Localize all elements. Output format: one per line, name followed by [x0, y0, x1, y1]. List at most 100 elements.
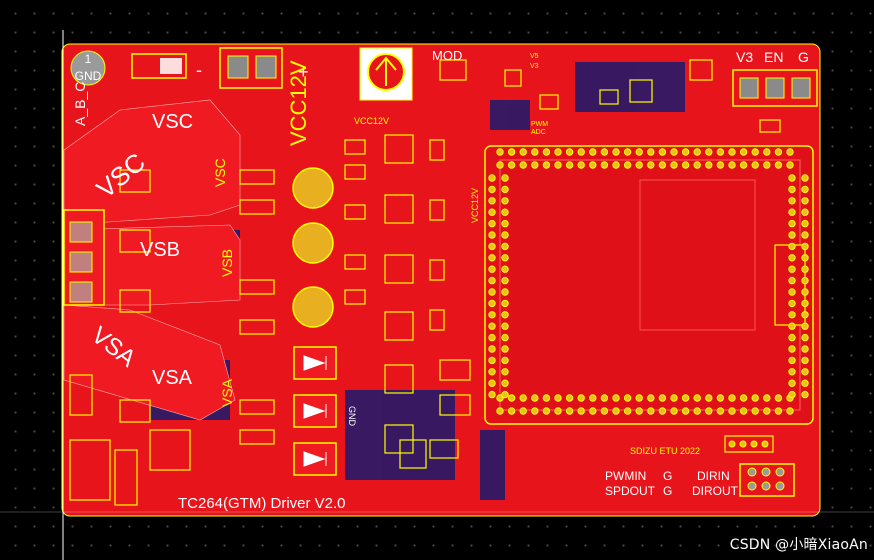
module-pin [658, 148, 667, 156]
module-pin [705, 161, 713, 169]
module-pin [488, 185, 496, 194]
module-pin [670, 161, 678, 169]
module-pin [488, 288, 496, 296]
smd-footprint [239, 169, 275, 185]
connector-pin [775, 481, 785, 491]
module-pin [488, 208, 496, 216]
module-pin [501, 231, 509, 239]
smd-footprint [344, 254, 366, 270]
module-pin [554, 394, 562, 402]
module-pin [801, 197, 809, 205]
module-pin [542, 407, 551, 415]
module-pin [519, 148, 527, 156]
vsc-vertical-label: VSC [212, 158, 228, 187]
module-pin [565, 161, 574, 169]
module-pin [542, 148, 551, 156]
module-pin [488, 390, 496, 399]
module-pin [577, 161, 585, 169]
smd-footprint [119, 289, 151, 313]
module-pin [788, 390, 796, 399]
connector-pin [761, 481, 771, 491]
module-pin [554, 407, 562, 415]
module-pin [531, 161, 539, 169]
header-v3-label: V3 [736, 49, 753, 65]
module-pin [763, 407, 771, 415]
module-pin [728, 148, 736, 156]
vcc12v-small-label: VCC12V [354, 116, 389, 126]
module-pin [488, 311, 496, 319]
module-pin [519, 161, 527, 169]
module-pin [716, 394, 725, 402]
pwm-label: PWM [531, 121, 548, 128]
module-pin [501, 288, 509, 296]
module-pin [501, 379, 509, 387]
module-pin [786, 407, 794, 415]
module-pin [488, 197, 496, 205]
module-pin [647, 407, 655, 415]
module-pin [716, 148, 725, 156]
module-pin [788, 368, 796, 376]
module-pin [763, 394, 771, 402]
module-pin [501, 311, 509, 319]
module-pin [623, 161, 632, 169]
power-pours [63, 99, 241, 421]
smd-footprint [69, 439, 111, 501]
module-pin [658, 394, 667, 402]
module-pin [501, 185, 509, 194]
smd-footprint [539, 94, 559, 110]
module-pin [670, 148, 678, 156]
module-pin [788, 231, 796, 239]
smd-footprint [504, 69, 522, 87]
smd-footprint [119, 169, 151, 193]
module-pin [501, 345, 509, 353]
module-pin [542, 394, 551, 402]
module-pin [589, 407, 597, 415]
module-pin [501, 265, 509, 273]
uart-header [732, 69, 818, 107]
module-pin [496, 394, 504, 402]
module-pin [788, 322, 796, 330]
module-pin [788, 208, 796, 216]
module-pin [788, 265, 796, 273]
module-pin [739, 161, 748, 169]
module-pin [635, 148, 643, 156]
module-pin [801, 288, 809, 296]
gnd-pad-number: 1 [85, 52, 92, 66]
smd-footprint [429, 309, 445, 331]
connector-pin [750, 440, 758, 448]
module-pin [488, 242, 496, 251]
g2-label: G [663, 484, 672, 498]
module-pin [531, 394, 539, 402]
module-pin [801, 265, 809, 273]
module-pin [501, 390, 509, 399]
module-pin [763, 161, 771, 169]
module-pin [507, 394, 516, 402]
module-pin [788, 311, 796, 319]
module-pin [507, 407, 516, 415]
module-pin [681, 161, 690, 169]
vsc-mid-label: VSC [152, 111, 193, 133]
module-pin [705, 407, 713, 415]
module-pin [801, 299, 809, 308]
smd-footprint [384, 134, 414, 164]
module-pin [705, 148, 713, 156]
module-pin [565, 394, 574, 402]
connector-pin [739, 440, 747, 448]
module-pin [801, 322, 809, 330]
module-pin [801, 231, 809, 239]
vsb-big-label: VSB [140, 239, 180, 261]
module-pin [612, 148, 620, 156]
module-pin [488, 219, 496, 228]
smd-footprint [599, 89, 619, 105]
module-pin [519, 407, 527, 415]
smd-footprint [384, 311, 414, 341]
module-pin [496, 148, 504, 156]
module-pin [801, 390, 809, 399]
module-pin [635, 394, 643, 402]
v3-small-label: V3 [530, 63, 539, 70]
watermark: CSDN @小暗XiaoAn [729, 537, 868, 553]
smd-footprint [344, 164, 366, 180]
core-module [484, 145, 814, 425]
module-pin [728, 161, 736, 169]
module-pin [788, 242, 796, 251]
